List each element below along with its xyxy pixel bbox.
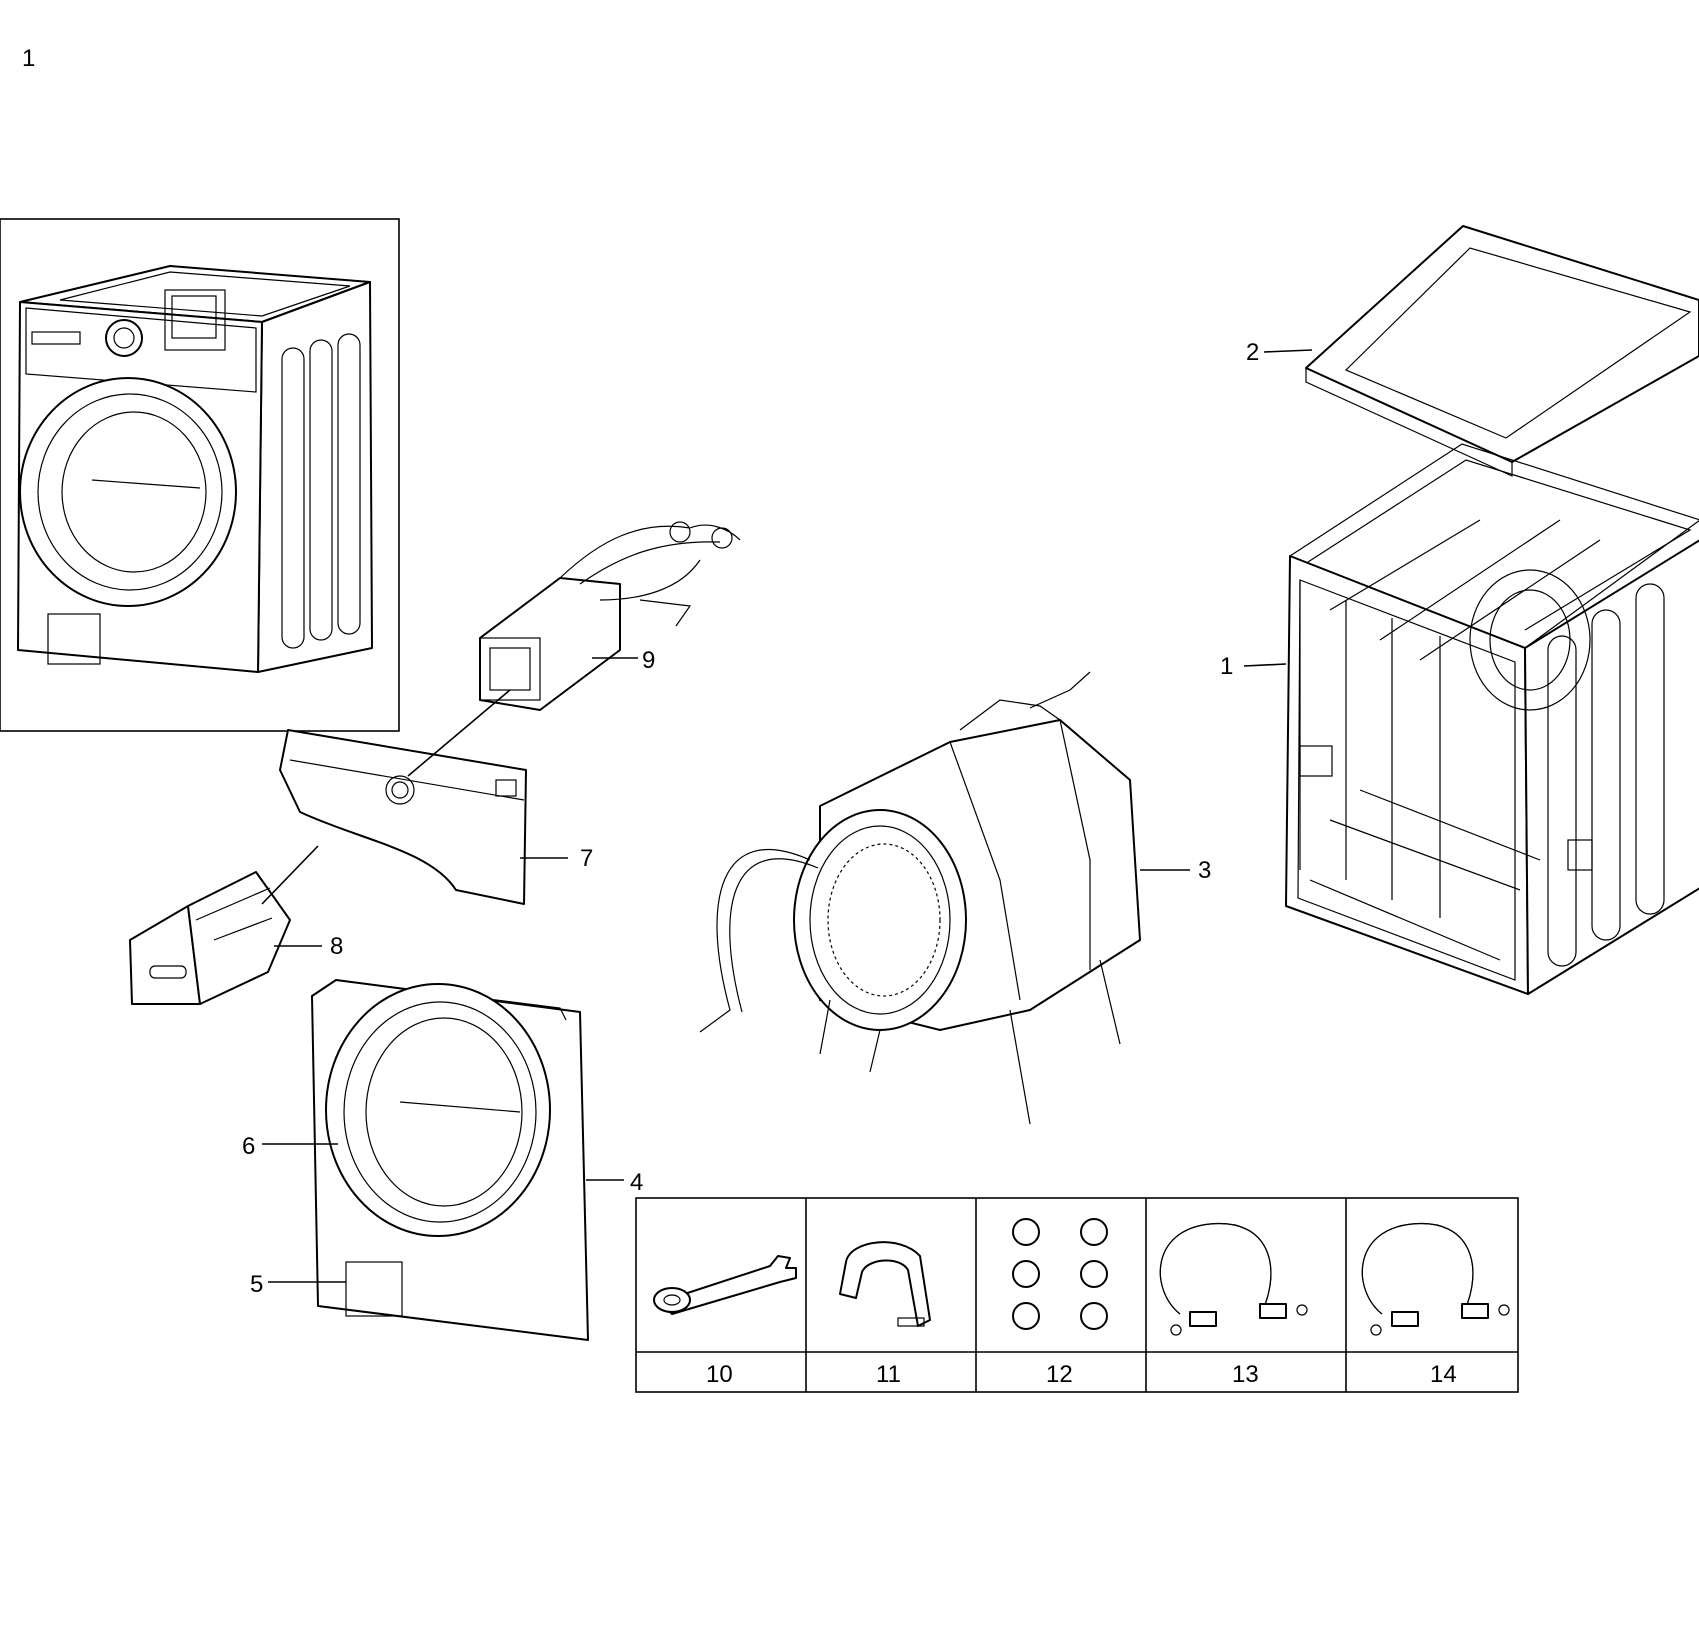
svg-text:6: 6 xyxy=(242,1133,255,1160)
detergent-drawer-part xyxy=(129,871,291,1005)
hose-guide-icon xyxy=(839,1241,931,1327)
callout-4: 4 xyxy=(586,1169,643,1196)
svg-text:5: 5 xyxy=(250,1271,263,1298)
svg-text:3: 3 xyxy=(1198,857,1211,884)
spanner-icon xyxy=(653,1255,797,1315)
callout-6: 6 xyxy=(242,1133,338,1160)
svg-text:4: 4 xyxy=(630,1169,643,1196)
page-number: 1 xyxy=(22,45,35,72)
callout-1: 1 xyxy=(1220,653,1287,680)
assembled-washer-inset xyxy=(0,218,400,732)
callout-8: 8 xyxy=(274,933,343,960)
accessories-table: 10 11 12 13 14 xyxy=(635,1197,1519,1393)
accessory-label: 14 xyxy=(1430,1361,1457,1388)
svg-text:2: 2 xyxy=(1246,339,1259,366)
accessory-label: 12 xyxy=(1046,1361,1073,1388)
dispenser-housing-part xyxy=(479,521,741,711)
svg-text:1: 1 xyxy=(1220,653,1233,680)
control-panel-part xyxy=(279,729,527,905)
accessory-label: 11 xyxy=(876,1361,901,1388)
front-panel-part xyxy=(311,979,589,1341)
callout-7: 7 xyxy=(520,845,593,872)
inlet-hose-icon xyxy=(1361,1222,1510,1336)
tub-drum-part xyxy=(699,671,1141,1125)
callout-5: 5 xyxy=(250,1271,346,1298)
callout-2: 2 xyxy=(1246,339,1313,366)
top-cover-part xyxy=(1305,225,1699,477)
accessory-label: 13 xyxy=(1232,1361,1259,1388)
accessory-label: 10 xyxy=(706,1361,733,1388)
callout-9: 9 xyxy=(592,647,655,674)
caps-icon xyxy=(1012,1218,1108,1330)
callout-3: 3 xyxy=(1140,857,1211,884)
inlet-hose-icon xyxy=(1159,1222,1308,1336)
cabinet-part xyxy=(1285,443,1699,995)
svg-text:7: 7 xyxy=(580,845,593,872)
svg-text:8: 8 xyxy=(330,933,343,960)
svg-text:9: 9 xyxy=(642,647,655,674)
